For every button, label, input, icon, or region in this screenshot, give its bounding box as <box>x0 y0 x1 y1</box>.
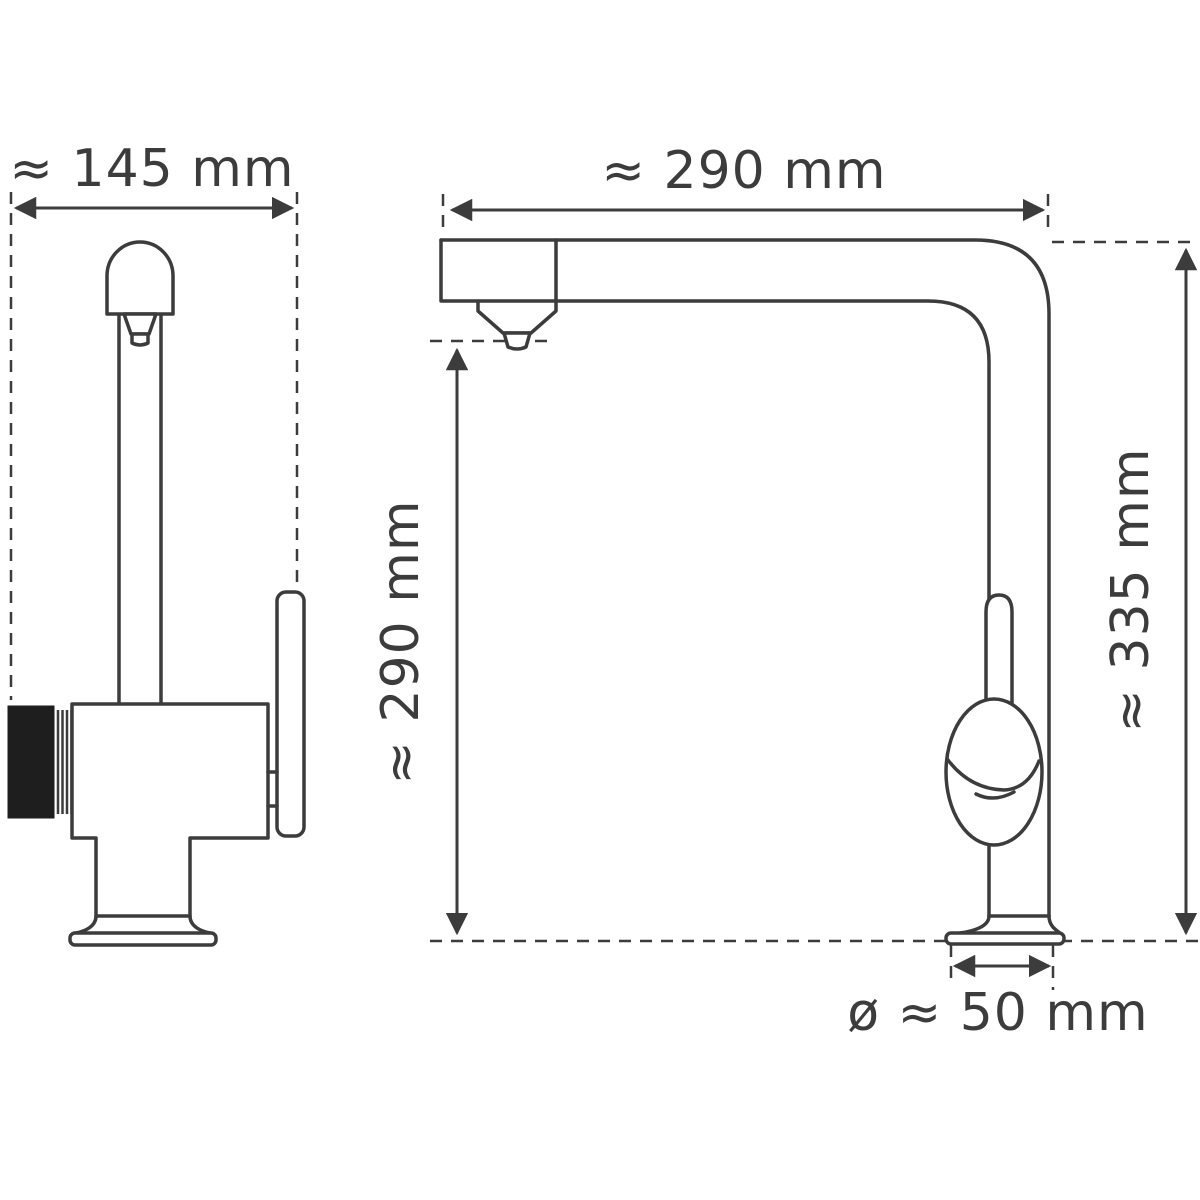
dim-total-height: ≈ 335 mm <box>1101 247 1198 936</box>
side-view-faucet <box>7 240 306 947</box>
spout-height-label: ≈ 290 mm <box>371 499 431 784</box>
base-diameter-label: ø ≈ 50 mm <box>847 983 1148 1043</box>
total-height-label: ≈ 335 mm <box>1101 447 1161 732</box>
front-view-faucet <box>439 238 1066 946</box>
construction-lines <box>9 192 1198 990</box>
side-width-label: ≈ 145 mm <box>9 139 294 199</box>
dim-side-width: ≈ 145 mm <box>9 139 295 220</box>
dim-spout-height: ≈ 290 mm <box>371 347 469 936</box>
dim-front-width: ≈ 290 mm <box>449 141 1046 222</box>
front-width-label: ≈ 290 mm <box>601 141 886 201</box>
dim-base-diameter: ø ≈ 50 mm <box>847 954 1148 1043</box>
